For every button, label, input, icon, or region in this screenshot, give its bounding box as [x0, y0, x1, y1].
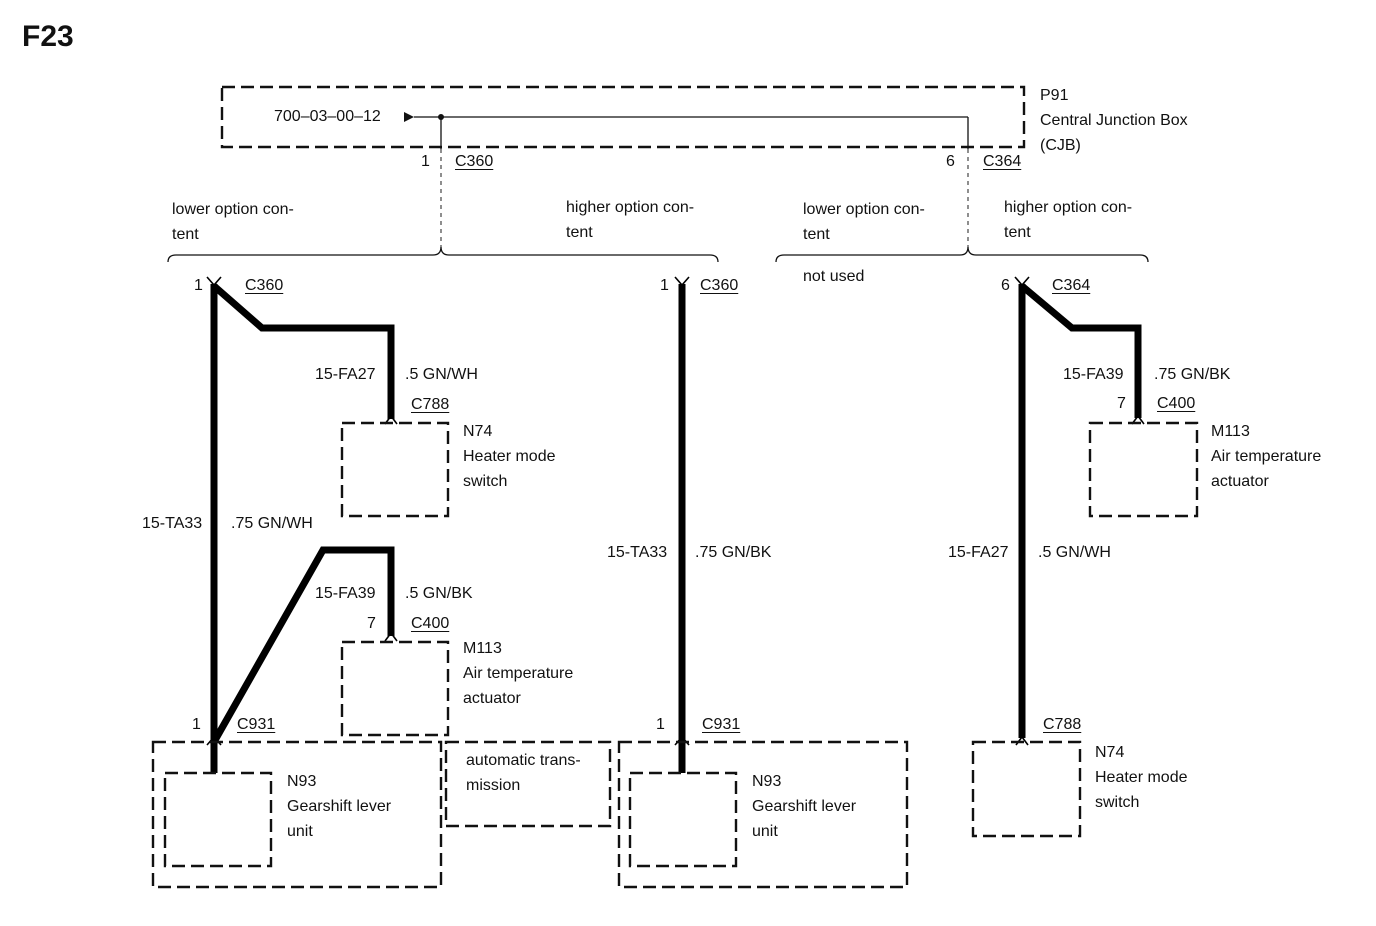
c360-option-brace [167, 246, 719, 263]
connector-c364-mark [1014, 276, 1030, 287]
wire-circuit-label: 15-FA39 [1063, 366, 1124, 383]
component-name: actuator [1211, 473, 1269, 490]
component-name: Air temperature [463, 665, 574, 682]
pin-label: 7 [367, 615, 376, 632]
variant-c360-higher: tent [566, 224, 593, 241]
component-name: actuator [463, 690, 521, 707]
component-name: unit [287, 823, 313, 840]
cjb-pin-c364: 6 [946, 153, 955, 170]
component-id: N93 [752, 773, 782, 790]
connector-c360-mark [674, 276, 690, 287]
pin-label: 6 [1001, 277, 1010, 294]
pin-label: 1 [660, 277, 669, 294]
component-id: M113 [1211, 423, 1250, 440]
connector-label: C360 [245, 277, 284, 294]
n74-box [971, 740, 1082, 838]
variant-c360-higher: higher option con- [566, 199, 695, 216]
connector-label: C400 [1157, 395, 1196, 412]
variant-c364-lower: lower option con- [803, 201, 925, 218]
connector-label: C364 [1052, 277, 1091, 294]
cjb-id: P91 [1040, 87, 1069, 104]
connector-c400-mark [1131, 414, 1145, 425]
cjb-pin-c360: 1 [421, 153, 430, 170]
connector-label: C931 [702, 716, 741, 733]
connector-c400-mark [384, 631, 398, 642]
pin-label: 1 [656, 716, 665, 733]
connector-label: C400 [411, 615, 450, 632]
cjb-box [220, 85, 1026, 149]
wire-spec-label: .5 GN/WH [1038, 544, 1111, 561]
connector-label: C788 [411, 396, 450, 413]
cjb-connector-c364: C364 [983, 153, 1022, 170]
wire-spec-label: .5 GN/BK [405, 585, 473, 602]
component-name: switch [1095, 794, 1140, 811]
wire-spec-label: .75 GN/BK [695, 544, 772, 561]
cjb-connector-c360: C360 [455, 153, 494, 170]
wire-15-fa27-lower [211, 283, 395, 419]
wire-15-fa39-higher [1019, 283, 1142, 418]
component-name: Air temperature [1211, 448, 1322, 465]
cjb-abbr: (CJB) [1040, 137, 1081, 154]
connector-c360-mark [206, 276, 222, 287]
variant-c360-lower: lower option con- [172, 201, 294, 218]
wire-circuit-label: 15-TA33 [142, 515, 203, 532]
transmission-note: automatic trans- [466, 752, 581, 769]
n93-inner-box [163, 771, 273, 868]
wire-spec-label: .5 GN/WH [405, 366, 478, 383]
pin-label: 7 [1117, 395, 1126, 412]
component-id: M113 [463, 640, 502, 657]
wire-spec-label: .75 GN/WH [231, 515, 313, 532]
source-reference: 700–03–00–12 [274, 108, 381, 125]
variant-c364-higher: tent [1004, 224, 1031, 241]
variant-c360-lower: tent [172, 226, 199, 243]
variant-c364-lower: tent [803, 226, 830, 243]
n74-box [340, 421, 450, 518]
wire-circuit-label: 15-TA33 [607, 544, 668, 561]
automatic-transmission-box [444, 740, 612, 828]
component-name: Heater mode [463, 448, 556, 465]
component-name: Gearshift lever [287, 798, 392, 815]
component-id: N74 [463, 423, 493, 440]
n93-inner-box [628, 771, 738, 868]
wire-circuit-label: 15-FA39 [315, 585, 376, 602]
component-name: Gearshift lever [752, 798, 857, 815]
wire-circuit-label: 15-FA27 [948, 544, 1009, 561]
source-arrow-icon [404, 112, 414, 122]
pin-label: 1 [194, 277, 203, 294]
connector-c788-mark [384, 414, 398, 425]
m113-box [1088, 421, 1199, 518]
component-id: N93 [287, 773, 317, 790]
wire-circuit-label: 15-FA27 [315, 366, 376, 383]
component-id: N74 [1095, 744, 1125, 761]
page-title: F23 [22, 20, 74, 53]
variant-c364-higher: higher option con- [1004, 199, 1133, 216]
component-name: Heater mode [1095, 769, 1188, 786]
component-name: unit [752, 823, 778, 840]
connector-label: C788 [1043, 716, 1082, 733]
variant-c364-lower-note: not used [803, 268, 865, 285]
wire-15-fa39-lower [210, 546, 395, 744]
n93-outer-box [617, 740, 909, 889]
component-name: switch [463, 473, 508, 490]
c364-option-brace [775, 246, 1149, 263]
m113-box [340, 640, 450, 737]
connector-label: C931 [237, 716, 276, 733]
wire-spec-label: .75 GN/BK [1154, 366, 1231, 383]
transmission-note: mission [466, 777, 521, 794]
connector-label: C360 [700, 277, 739, 294]
n93-outer-box [151, 740, 443, 889]
pin-label: 1 [192, 716, 201, 733]
cjb-name: Central Junction Box [1040, 112, 1188, 129]
